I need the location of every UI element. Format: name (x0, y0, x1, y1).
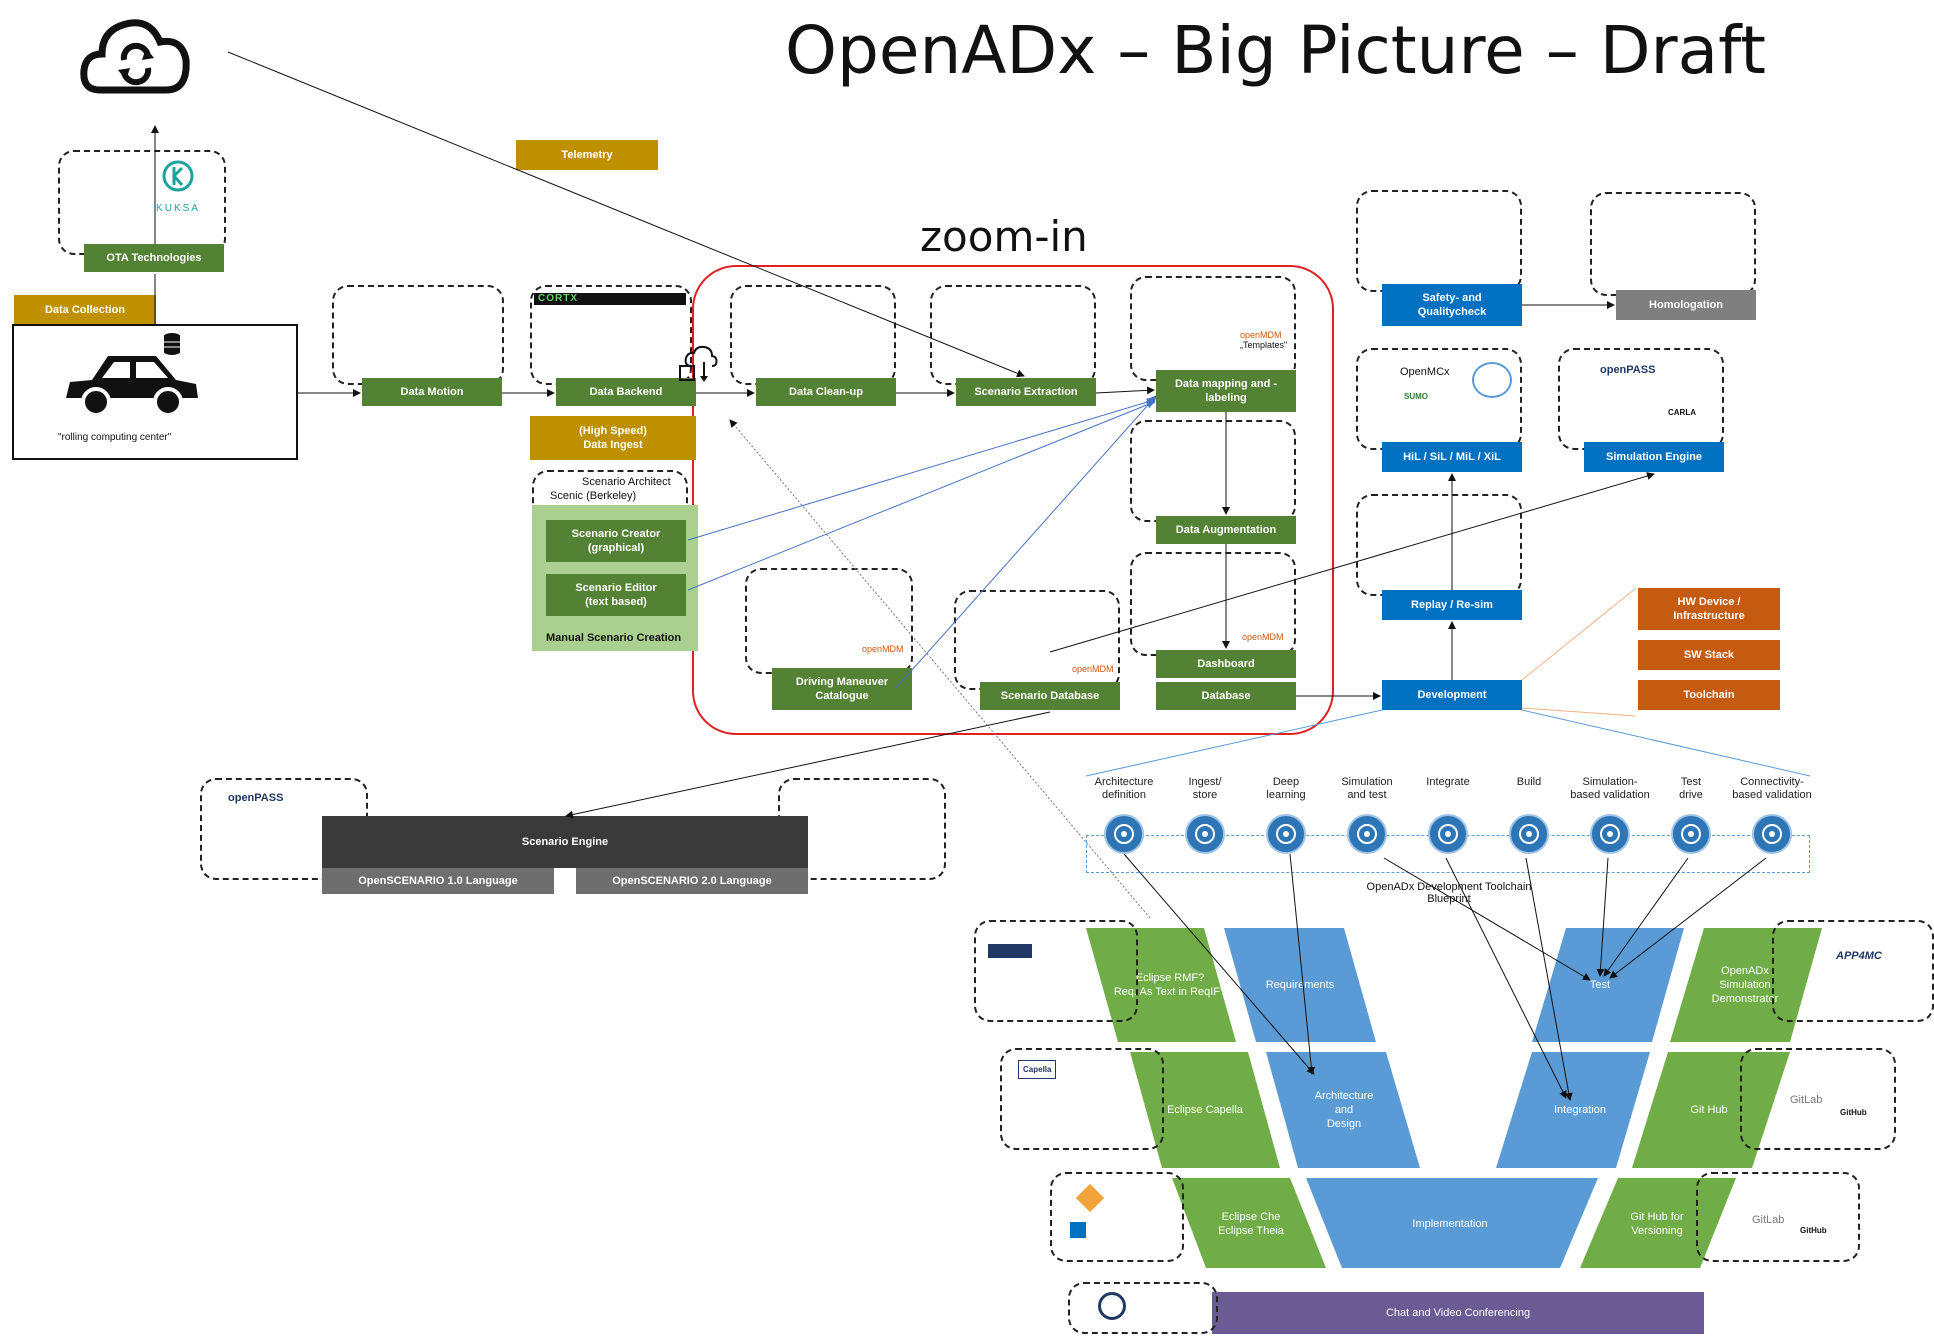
step-label: Deep learning (1266, 776, 1306, 801)
database-icon (162, 332, 182, 356)
safety-check-box: Safety- and Qualitycheck (1382, 284, 1522, 326)
github-logo-2: GitHub (1800, 1226, 1827, 1235)
openpass-logo: openPASS (1600, 364, 1656, 376)
right-tool-frame-2 (1740, 1048, 1896, 1150)
openscenario-1-box: OpenSCENARIO 1.0 Language (322, 868, 554, 894)
left-tool-frame-4 (1068, 1282, 1218, 1334)
gitlab-logo-1: GitLab (1790, 1094, 1823, 1106)
development-box: Development (1382, 680, 1522, 710)
scenic-label: Scenic (Berkeley) (550, 490, 637, 502)
hil-box: HiL / SiL / MiL / XiL (1382, 442, 1522, 472)
carla-logo: CARLA (1668, 408, 1696, 417)
database-box: Database (1156, 682, 1296, 710)
v-github-label: Git Hub (1690, 1104, 1728, 1116)
rolling-computing-label: "rolling computing center" (58, 432, 172, 443)
ota-technologies-box: OTA Technologies (84, 244, 224, 272)
left-tool-frame-3 (1050, 1172, 1184, 1262)
vscode-icon (1070, 1222, 1086, 1238)
gitlab-logo-2: GitLab (1752, 1214, 1785, 1226)
capella-logo: Capella (1018, 1060, 1057, 1079)
right-tool-frame-3 (1696, 1172, 1860, 1262)
openpass-logo-2: openPASS (228, 792, 284, 804)
step-label: Test drive (1679, 776, 1703, 801)
templates-text: „Templates" (1240, 340, 1288, 350)
validation-icon (1590, 814, 1630, 854)
scenario-creator-box[interactable]: Scenario Creator (graphical) (546, 520, 686, 562)
openmdm-text: openMDM (1240, 330, 1282, 340)
left-tool-frame-1 (974, 920, 1138, 1022)
github-logo-1: GitHub (1840, 1108, 1867, 1117)
step-label: Simulation and test (1341, 776, 1393, 801)
simulation-engine-box: Simulation Engine (1584, 442, 1724, 472)
simulation-icon (1347, 814, 1387, 854)
step-label: Ingest/ store (1188, 776, 1222, 801)
integrate-icon (1428, 814, 1468, 854)
data-ingest-box: (High Speed) Data Ingest (530, 416, 696, 460)
chat-app-icon (1098, 1292, 1126, 1320)
data-mapping-box: Data mapping and - labeling (1156, 370, 1296, 412)
scenario-architect-label: Scenario Architect (582, 476, 671, 488)
step-label: Simulation- based validation (1570, 776, 1650, 801)
ingest-icon (1185, 814, 1225, 854)
step-label: Connectivity- based validation (1732, 776, 1812, 801)
left-tool-logo-1 (988, 944, 1032, 958)
car-icon (56, 338, 206, 428)
dashboard-box: Dashboard (1156, 650, 1296, 678)
v-test-label: Test (1589, 979, 1611, 991)
kuksa-logo: KUKSA (150, 158, 206, 214)
kuksa-text: KUKSA (156, 203, 200, 214)
scenario-editor-box[interactable]: Scenario Editor (text based) (546, 574, 686, 616)
data-backend-box: Data Backend (556, 378, 696, 406)
steering-icon (1671, 814, 1711, 854)
step-label: Build (1516, 776, 1542, 788)
v-che-label: Eclipse Che Eclipse Theia (1218, 1211, 1284, 1237)
v-impl-shape (1306, 1178, 1598, 1268)
v-capella-shape (1130, 1052, 1280, 1168)
scenario-engine-box: Scenario Engine (322, 816, 808, 868)
v-arch-label: Architecture and Design (1314, 1090, 1374, 1130)
v-chat-label: Chat and Video Conferencing (1385, 1307, 1531, 1319)
data-motion-box: Data Motion (362, 378, 502, 406)
sw-stack-box: SW Stack (1638, 640, 1780, 670)
wifi-icon (1752, 814, 1792, 854)
deep-learning-icon (1266, 814, 1306, 854)
v-github-ver-label: Git Hub for Versioning (1630, 1211, 1684, 1237)
left-tool-frame-2 (1000, 1048, 1164, 1150)
fmi-logo (1472, 362, 1512, 398)
build-icon (1509, 814, 1549, 854)
openmdm-logo-templates: openMDM „Templates" (1240, 330, 1287, 350)
app4mc-logo: APP4MC (1836, 950, 1882, 962)
homologation-box: Homologation (1616, 290, 1756, 320)
v-chat-shape (1212, 1292, 1704, 1334)
right-tool-frame-1 (1772, 920, 1934, 1022)
v-requirements-label: Requirements (1265, 979, 1335, 991)
data-collection-box: Data Collection (14, 295, 156, 325)
cloud-sync-icon (80, 8, 192, 98)
hw-device-box: HW Device / Infrastructure (1638, 588, 1780, 630)
manual-creation-label: Manual Scenario Creation (546, 632, 682, 644)
step-label: Integrate (1426, 776, 1470, 788)
v-integration-label: Integration (1554, 1104, 1606, 1116)
v-capella-label: Eclipse Capella (1167, 1104, 1243, 1116)
v-che-shape (1172, 1178, 1326, 1268)
toolchain-box: Toolchain (1638, 680, 1780, 710)
openmcx-label: OpenMCx (1400, 366, 1450, 378)
v-arch-shape (1266, 1052, 1420, 1168)
sumo-logo: SUMO (1404, 392, 1428, 401)
v-impl-label: Implementation (1412, 1218, 1488, 1230)
